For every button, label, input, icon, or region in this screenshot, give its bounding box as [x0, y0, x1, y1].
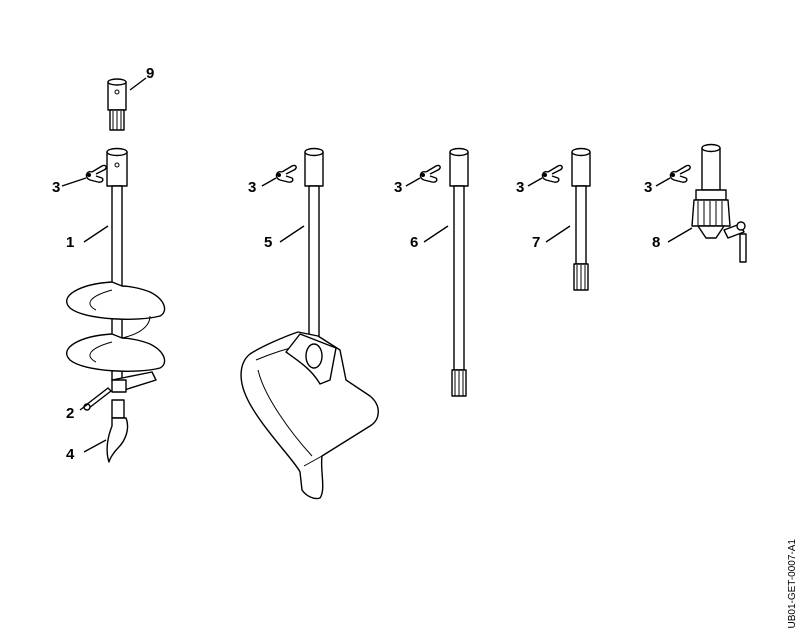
part-3-clip-e: [669, 164, 691, 183]
svg-text:3: 3: [644, 179, 652, 196]
callout-1: 1: [66, 225, 109, 251]
callout-7: 7: [532, 225, 571, 251]
callout-3d: 3: [516, 177, 543, 196]
part-5-extension: [240, 147, 379, 500]
part-1-auger: [66, 147, 166, 393]
svg-text:3: 3: [52, 179, 60, 196]
callout-6: 6: [410, 225, 449, 251]
svg-text:3: 3: [248, 179, 256, 196]
part-9-adapter: [107, 78, 127, 131]
callout-3b: 3: [248, 177, 277, 196]
part-7-extension: [571, 147, 591, 291]
part-3-clip-a: [85, 164, 107, 183]
svg-text:8: 8: [652, 234, 660, 251]
callout-3e: 3: [644, 177, 671, 196]
svg-text:2: 2: [66, 405, 74, 422]
svg-text:3: 3: [394, 179, 402, 196]
part-4-tip: [106, 399, 129, 463]
part-8-drill-chuck: [691, 143, 747, 263]
part-3-clip-b: [275, 164, 297, 183]
part-3-clip-c: [419, 164, 441, 183]
svg-text:1: 1: [66, 234, 74, 251]
svg-text:3: 3: [516, 179, 524, 196]
callout-2: 2: [66, 403, 89, 422]
callout-9: 9: [129, 65, 154, 91]
callout-4: 4: [66, 439, 107, 463]
svg-text:4: 4: [66, 446, 75, 463]
svg-text:6: 6: [410, 234, 418, 251]
part-6-extension: [449, 147, 469, 397]
callout-8: 8: [652, 227, 693, 251]
svg-text:5: 5: [264, 234, 272, 251]
svg-text:9: 9: [146, 65, 154, 82]
callout-3a: 3: [52, 177, 87, 196]
part-2-pin: [83, 387, 112, 411]
svg-text:7: 7: [532, 234, 540, 251]
callout-5: 5: [264, 225, 305, 251]
drawing-code: UB01-GET-0007-A1: [787, 538, 798, 629]
callout-3c: 3: [394, 177, 421, 196]
part-3-clip-d: [541, 164, 563, 183]
